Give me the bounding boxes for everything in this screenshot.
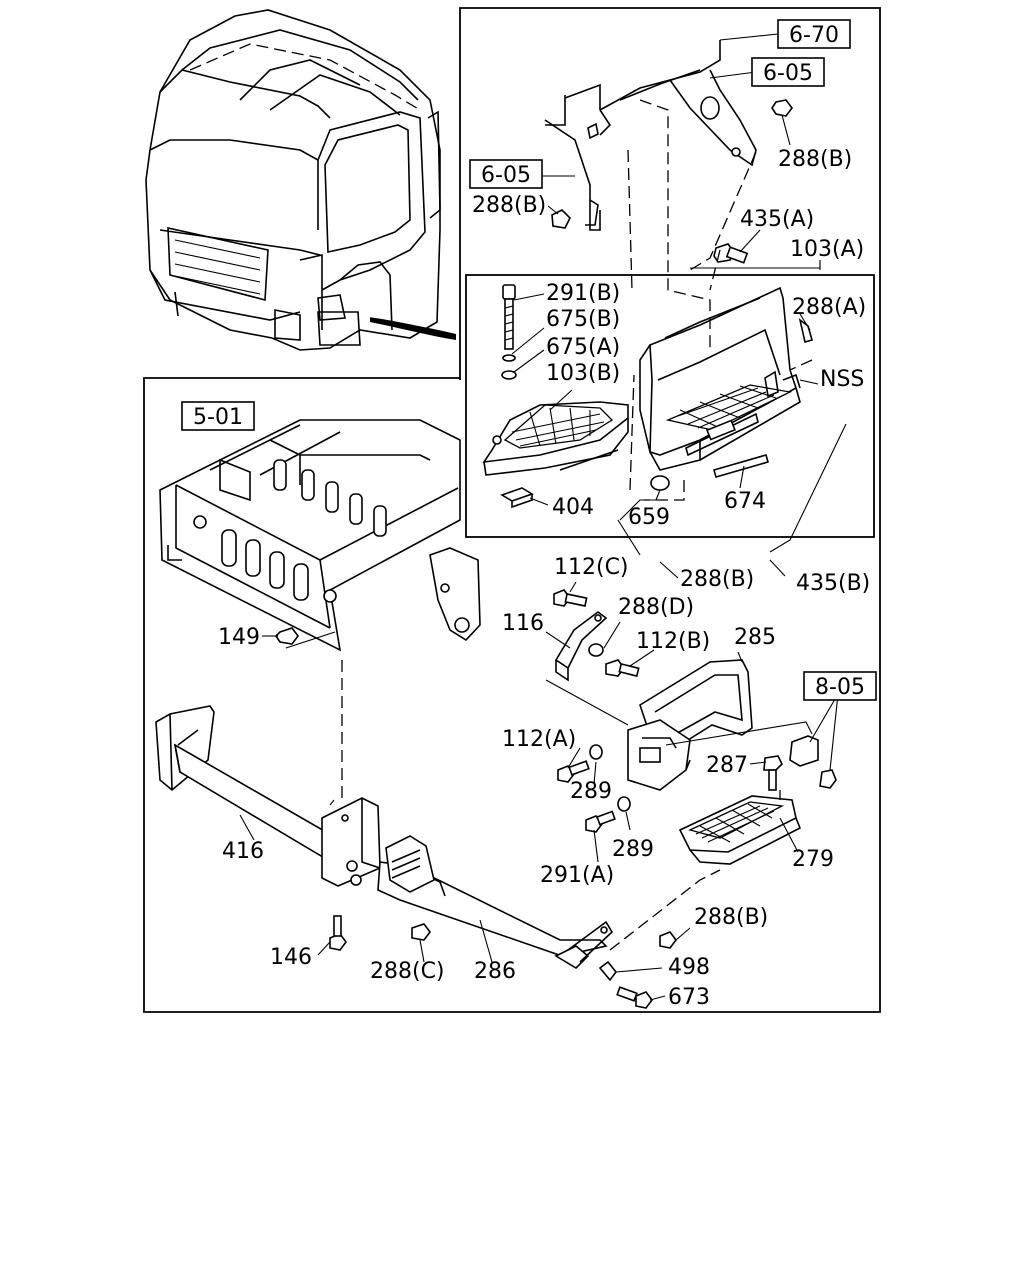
mount-block bbox=[321, 797, 381, 887]
step-279 bbox=[678, 795, 802, 865]
callout-6-05-left: 6-05 bbox=[469, 159, 543, 189]
label-288B-mid: 288(B) bbox=[680, 567, 754, 592]
label-279: 279 bbox=[792, 847, 834, 872]
bolt-291B-group bbox=[501, 284, 517, 380]
label-416: 416 bbox=[222, 839, 264, 864]
label-435B: 435(B) bbox=[796, 571, 870, 596]
callout-6-70: 6-70 bbox=[777, 19, 851, 49]
fasteners-top bbox=[713, 99, 793, 264]
label-404: 404 bbox=[552, 495, 594, 520]
clip-404 bbox=[500, 487, 534, 509]
label-673: 673 bbox=[668, 985, 710, 1010]
bolt-287 bbox=[763, 755, 783, 791]
strip-674 bbox=[713, 454, 769, 478]
callout-6-70-text: 6-70 bbox=[789, 23, 839, 48]
callout-8-05-text: 8-05 bbox=[815, 675, 865, 700]
label-112B: 112(B) bbox=[636, 629, 710, 654]
label-674: 674 bbox=[724, 489, 766, 514]
mirror-bracket bbox=[544, 40, 757, 231]
tube-286 bbox=[377, 835, 614, 970]
label-103A: 103(A) bbox=[790, 237, 864, 262]
label-286: 286 bbox=[474, 959, 516, 984]
label-288A: 288(A) bbox=[792, 295, 866, 320]
label-103B: 103(B) bbox=[546, 361, 620, 386]
nut-149 bbox=[274, 627, 299, 645]
callout-6-05-top-text: 6-05 bbox=[763, 61, 813, 86]
label-leaders bbox=[239, 33, 839, 1001]
label-288D: 288(D) bbox=[618, 595, 694, 620]
label-288B-low: 288(B) bbox=[694, 905, 768, 930]
step-assembly-103A bbox=[639, 286, 813, 471]
bolt-112B bbox=[605, 659, 640, 678]
label-289-a: 289 bbox=[570, 779, 612, 804]
label-291B: 291(B) bbox=[546, 281, 620, 306]
callout-5-01: 5-01 bbox=[181, 401, 255, 431]
label-291A: 291(A) bbox=[540, 863, 614, 888]
chassis-frame bbox=[159, 419, 481, 652]
frames bbox=[143, 7, 881, 1013]
step-103B bbox=[482, 401, 629, 476]
label-116: 116 bbox=[502, 611, 544, 636]
label-498: 498 bbox=[668, 955, 710, 980]
label-659: 659 bbox=[628, 505, 670, 530]
washers-289 bbox=[589, 744, 631, 812]
bolts-lower bbox=[329, 915, 677, 1009]
label-288B-top: 288(B) bbox=[778, 147, 852, 172]
label-288B-left: 288(B) bbox=[472, 193, 546, 218]
label-288C: 288(C) bbox=[370, 959, 445, 984]
bolt-291A bbox=[585, 810, 616, 833]
bracket-116 bbox=[554, 611, 608, 682]
label-nss: NSS bbox=[820, 367, 864, 392]
label-289-b: 289 bbox=[612, 837, 654, 862]
cab-illustration bbox=[145, 9, 457, 351]
label-112A: 112(A) bbox=[502, 727, 576, 752]
nut-288D bbox=[588, 643, 604, 657]
plate-8-05 bbox=[789, 735, 837, 789]
label-675A: 675(A) bbox=[546, 335, 620, 360]
callout-5-01-text: 5-01 bbox=[193, 405, 243, 430]
label-435A: 435(A) bbox=[740, 207, 814, 232]
label-112C: 112(C) bbox=[554, 555, 629, 580]
label-146: 146 bbox=[270, 945, 312, 970]
callout-8-05: 8-05 bbox=[803, 671, 877, 701]
callout-6-05-top: 6-05 bbox=[751, 57, 825, 87]
washer-659 bbox=[650, 475, 670, 491]
label-675B: 675(B) bbox=[546, 307, 620, 332]
leader-lines bbox=[285, 99, 847, 951]
label-287: 287 bbox=[706, 753, 748, 778]
callout-6-05-left-text: 6-05 bbox=[481, 163, 531, 188]
bolt-112C bbox=[553, 589, 588, 607]
label-285: 285 bbox=[734, 625, 776, 650]
bolt-112A bbox=[557, 760, 590, 783]
part-labels: 288(B) 288(B) 435(A) 103(A) 291(B) 675(B… bbox=[218, 147, 870, 1010]
label-149: 149 bbox=[218, 625, 260, 650]
